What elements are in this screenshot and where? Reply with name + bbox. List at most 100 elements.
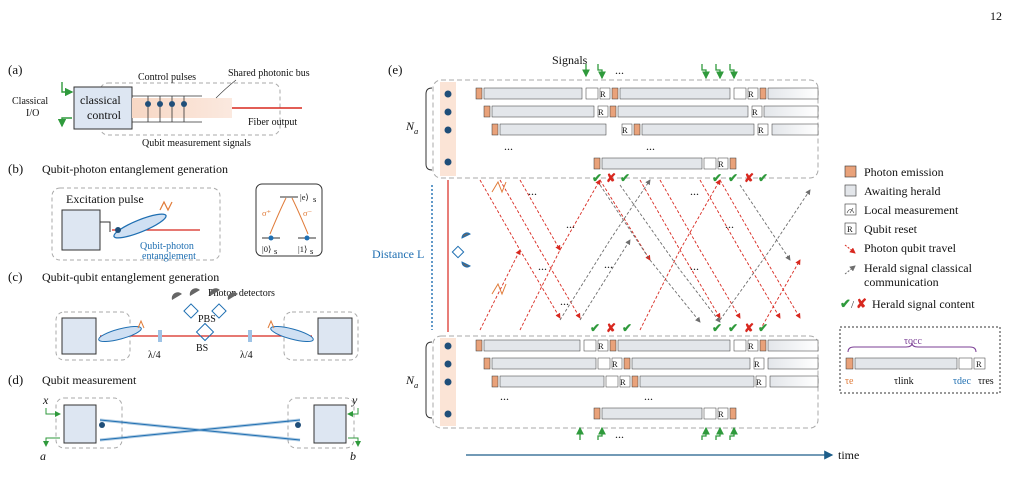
svg-text:✘: ✘: [606, 171, 616, 185]
level-0: |0⟩: [262, 244, 271, 254]
tau-box: [839, 326, 1001, 394]
reset-b6: R: [756, 377, 762, 387]
page-number: 12: [990, 9, 1002, 23]
herald-comm-icon: [844, 265, 856, 275]
svg-text:✘: ✘: [744, 171, 754, 185]
reset-t4: R: [752, 107, 758, 117]
reset-b4: R: [754, 359, 760, 369]
excitation-label: Excitation pulse: [66, 192, 144, 206]
reset-t6: R: [758, 125, 764, 135]
control-box: [73, 86, 133, 130]
svg-text:✔: ✔: [728, 321, 738, 335]
bus-pointer: [215, 79, 237, 99]
qwp-right: λ/4: [240, 350, 253, 361]
legend: Photon emission Awaiting herald Local me…: [839, 165, 1001, 394]
classical-io-label-2: I/O: [26, 108, 39, 119]
svg-text:✔: ✔: [758, 171, 768, 185]
mid-ellipsis-4: ...: [604, 257, 613, 271]
bottom-signal-arrows: [576, 426, 738, 440]
panel-b-title: Qubit-photon entanglement generation: [42, 162, 228, 176]
mid-ellipsis-8: ...: [560, 294, 569, 308]
mid-ellipsis-1: ...: [528, 184, 537, 198]
tau-dec: τdec: [953, 376, 971, 387]
legend-herald-comm-1: Herald signal classical: [864, 261, 973, 275]
photon-travel-lines: [479, 179, 801, 331]
panel-b-control: [61, 209, 101, 251]
mid-ellipsis-7: ...: [690, 259, 699, 273]
tau-link: τlink: [894, 376, 914, 387]
na-bottom: N: [405, 373, 415, 387]
tau-e: τe: [845, 376, 854, 387]
legend-awaiting: Awaiting herald: [864, 184, 941, 198]
panel-b-outline: [51, 187, 221, 261]
panel-c-title: Qubit-qubit entanglement generation: [42, 270, 219, 284]
time-label: time: [838, 448, 859, 462]
panel-d-title: Qubit measurement: [42, 373, 137, 387]
panel-d-control-right: [313, 404, 347, 444]
legend-herald-comm-2: communication: [864, 275, 939, 289]
reset-t7: R: [718, 159, 724, 169]
reset-b1: R: [598, 341, 604, 351]
meas-signals-label: Qubit measurement signals: [142, 138, 251, 149]
svg-text:✔: ✔: [758, 321, 768, 335]
qp-ent-label-2: entanglement: [142, 251, 196, 262]
mid-ellipsis-5: ...: [690, 184, 699, 198]
top-ellipsis-3: ...: [646, 139, 655, 153]
level-1-sub: s: [310, 246, 313, 256]
svg-text:✔: ✔: [590, 321, 600, 335]
mid-ellipsis-3: ...: [538, 259, 547, 273]
reset-b2: R: [748, 341, 754, 351]
slash-sep: /: [851, 299, 855, 311]
panel-b-tag: (b): [8, 161, 23, 176]
panel-d: (d) Qubit measurement x y a b: [8, 372, 361, 463]
input-y: y: [351, 393, 358, 407]
svg-text:✘: ✘: [606, 321, 616, 335]
top-ellipsis-2: ...: [504, 139, 513, 153]
io-out-arrow: [57, 117, 72, 128]
photonic-bus: [132, 98, 232, 118]
legend-reset-glyph: R: [847, 224, 853, 234]
bus-label: Shared photonic bus: [228, 68, 310, 79]
svg-text:✔: ✔: [622, 321, 632, 335]
panel-e-tag: (e): [388, 62, 402, 77]
qp-ent-label-1: Qubit-photon: [140, 241, 194, 252]
qubit-dots: [132, 95, 202, 123]
bottom-ellipsis-1: ...: [500, 389, 509, 403]
legend-emission-swatch: [844, 165, 857, 178]
distance-label: Distance L: [372, 247, 424, 261]
pbs-label: PBS: [198, 314, 216, 325]
control-label-1: classical: [80, 93, 121, 107]
svg-text:✔: ✔: [620, 171, 630, 185]
legend-local-meas: Local measurement: [864, 203, 959, 217]
svg-text:✔: ✔: [592, 171, 602, 185]
panel-d-tag: (d): [8, 372, 23, 387]
tau-res: τres: [978, 376, 994, 387]
bottom-rows: [475, 339, 819, 420]
check-icon: ✔: [840, 296, 851, 311]
legend-photon-travel: Photon qubit travel: [864, 241, 957, 255]
panel-b: (b) Qubit-photon entanglement generation…: [8, 161, 323, 262]
panel-c: (c) Qubit-qubit entanglement generation …: [8, 269, 359, 361]
panel-c-control-left: [61, 317, 97, 355]
photon-travel-icon: [844, 244, 856, 254]
bottom-qubits: [444, 342, 452, 418]
mid-ellipsis-6: ...: [725, 217, 734, 231]
svg-text:✘: ✘: [744, 321, 754, 335]
level-e: |e⟩: [300, 192, 309, 202]
reset-t3: R: [598, 107, 604, 117]
reset-b7: R: [718, 409, 724, 419]
panel-a: (a) Classical I/O classical control Cont…: [8, 62, 310, 149]
output-a: a: [40, 449, 46, 463]
legend-emission: Photon emission: [864, 165, 944, 179]
bottom-ellipsis-2: ...: [644, 389, 653, 403]
reset-t5: R: [622, 125, 628, 135]
qubit-photon-lobe: [113, 213, 167, 239]
io-in-arrow: [61, 82, 74, 97]
panel-c-tag: (c): [8, 269, 22, 284]
top-signal-arrows: [582, 64, 738, 80]
reset-b3: R: [612, 359, 618, 369]
panel-e: (e) Signals ... N a: [372, 53, 859, 462]
herald-marks: ✔✘✔ ✔✔✘✔ ✔✘✔ ✔✔✘✔: [590, 171, 768, 335]
input-x: x: [42, 393, 49, 407]
